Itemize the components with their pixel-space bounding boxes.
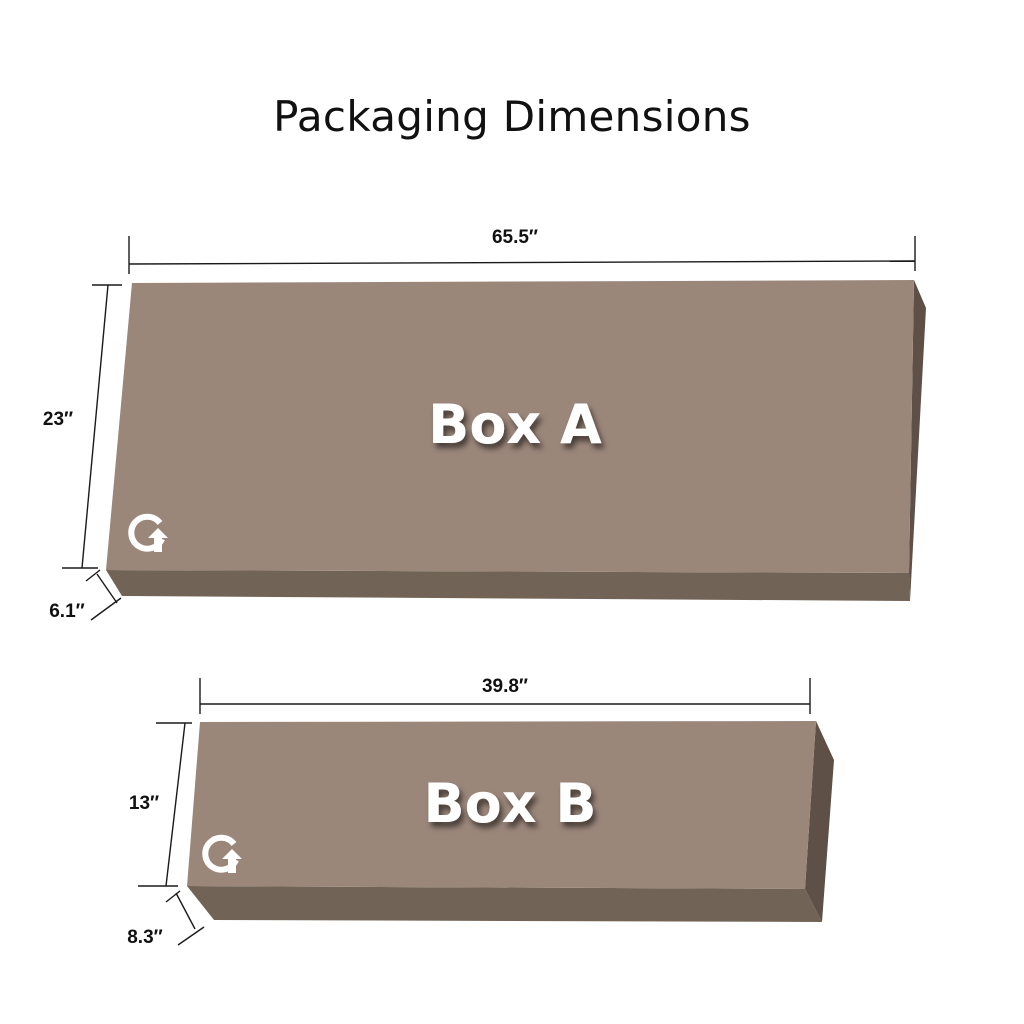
- box-a-length-label: 65.5″: [492, 227, 538, 248]
- box-b-length-label: 39.8″: [482, 676, 528, 697]
- box-b-label: Box B: [423, 772, 596, 835]
- g-logo-icon: [202, 834, 242, 873]
- box-a-height-line: [81, 284, 109, 569]
- box-a-depth-line: [96, 573, 118, 604]
- box-a-height-label: 23″: [43, 409, 73, 430]
- box-a: Box A 65.5″ 23″ 6.1″: [43, 227, 926, 622]
- box-a-front-face: [106, 280, 914, 573]
- g-logo-icon: [128, 513, 168, 552]
- box-b-depth-line: [175, 892, 196, 930]
- box-b: Box B 39.8″ 13″ 8.3″: [127, 676, 834, 948]
- box-b-depth-label: 8.3″: [127, 927, 163, 948]
- page-title: Packaging Dimensions: [273, 92, 751, 141]
- box-a-side-face: [909, 280, 926, 601]
- box-b-depth-tick-top: [165, 890, 181, 903]
- box-a-depth-tick-top: [85, 569, 101, 582]
- box-a-depth-tick-bottom: [90, 597, 122, 621]
- box-a-bottom-face: [106, 570, 910, 601]
- box-b-front-face: [187, 721, 816, 889]
- box-a-label: Box A: [428, 393, 602, 456]
- box-b-height-label: 13″: [129, 793, 159, 814]
- box-a-depth-label: 6.1″: [49, 601, 85, 622]
- box-b-height-line: [165, 722, 186, 887]
- box-a-length-line: [128, 260, 916, 265]
- box-b-depth-tick-bottom: [177, 926, 205, 946]
- box-b-side-face: [805, 721, 834, 922]
- box-b-bottom-face: [187, 886, 822, 922]
